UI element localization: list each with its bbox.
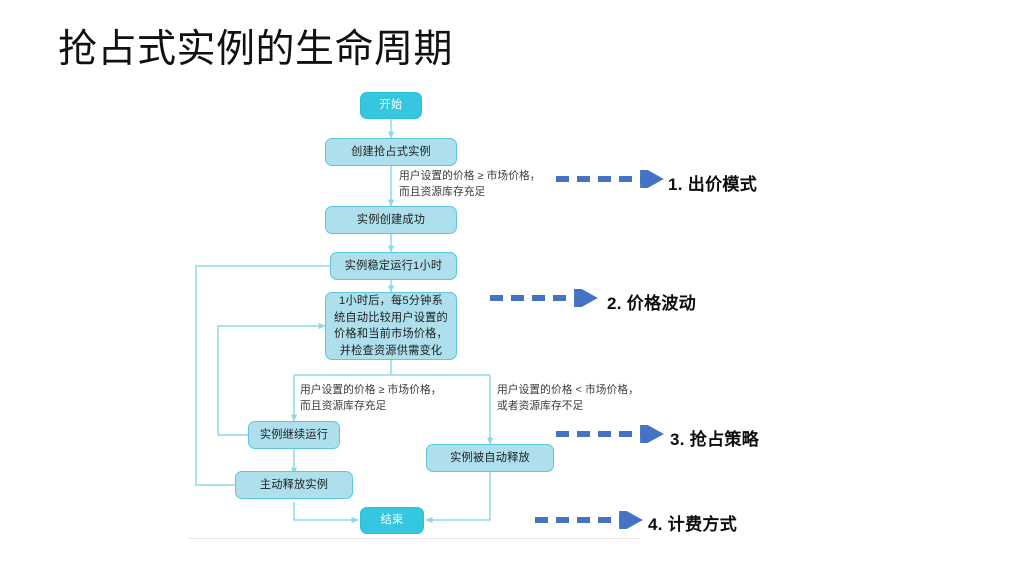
edge-label-keep-condition: 用户设置的价格 ≥ 市场价格， 而且资源库存充足 xyxy=(300,384,442,412)
flow-node-create-instance[interactable]: 创建抢占式实例 xyxy=(325,138,457,166)
callout-arrow-3-icon xyxy=(556,425,664,443)
callout-arrow-2-icon xyxy=(490,289,598,307)
flow-node-auto-released[interactable]: 实例被自动释放 xyxy=(426,444,554,472)
flow-node-end[interactable]: 结束 xyxy=(360,507,424,534)
callout-label-billing-method: 4. 计费方式 xyxy=(648,515,738,534)
callout-label-preemption-policy: 3. 抢占策略 xyxy=(670,430,760,449)
edge-label-create-condition: 用户设置的价格 ≥ 市场价格， 而且资源库存充足 xyxy=(399,170,541,198)
callout-arrow-4-icon xyxy=(535,511,643,529)
flow-node-price-compare[interactable]: 1小时后，每5分钟系统自动比较用户设置的价格和当前市场价格，并检查资源供需变化 xyxy=(325,292,457,360)
edge-label-release-condition: 用户设置的价格 < 市场价格， 或者资源库存不足 xyxy=(497,384,639,412)
flow-node-run-one-hour[interactable]: 实例稳定运行1小时 xyxy=(330,252,457,280)
page-title: 抢占式实例的生命周期 xyxy=(58,28,454,71)
callout-arrow-1-icon xyxy=(556,170,664,188)
callout-label-price-fluctuation: 2. 价格波动 xyxy=(607,294,697,313)
callout-label-bidding-mode: 1. 出价模式 xyxy=(668,175,758,194)
flow-node-create-success[interactable]: 实例创建成功 xyxy=(325,206,457,234)
flow-node-keep-running[interactable]: 实例继续运行 xyxy=(248,421,340,449)
flow-node-manual-release[interactable]: 主动释放实例 xyxy=(235,471,353,499)
bottom-divider xyxy=(188,538,640,539)
flow-node-start[interactable]: 开始 xyxy=(360,92,422,119)
